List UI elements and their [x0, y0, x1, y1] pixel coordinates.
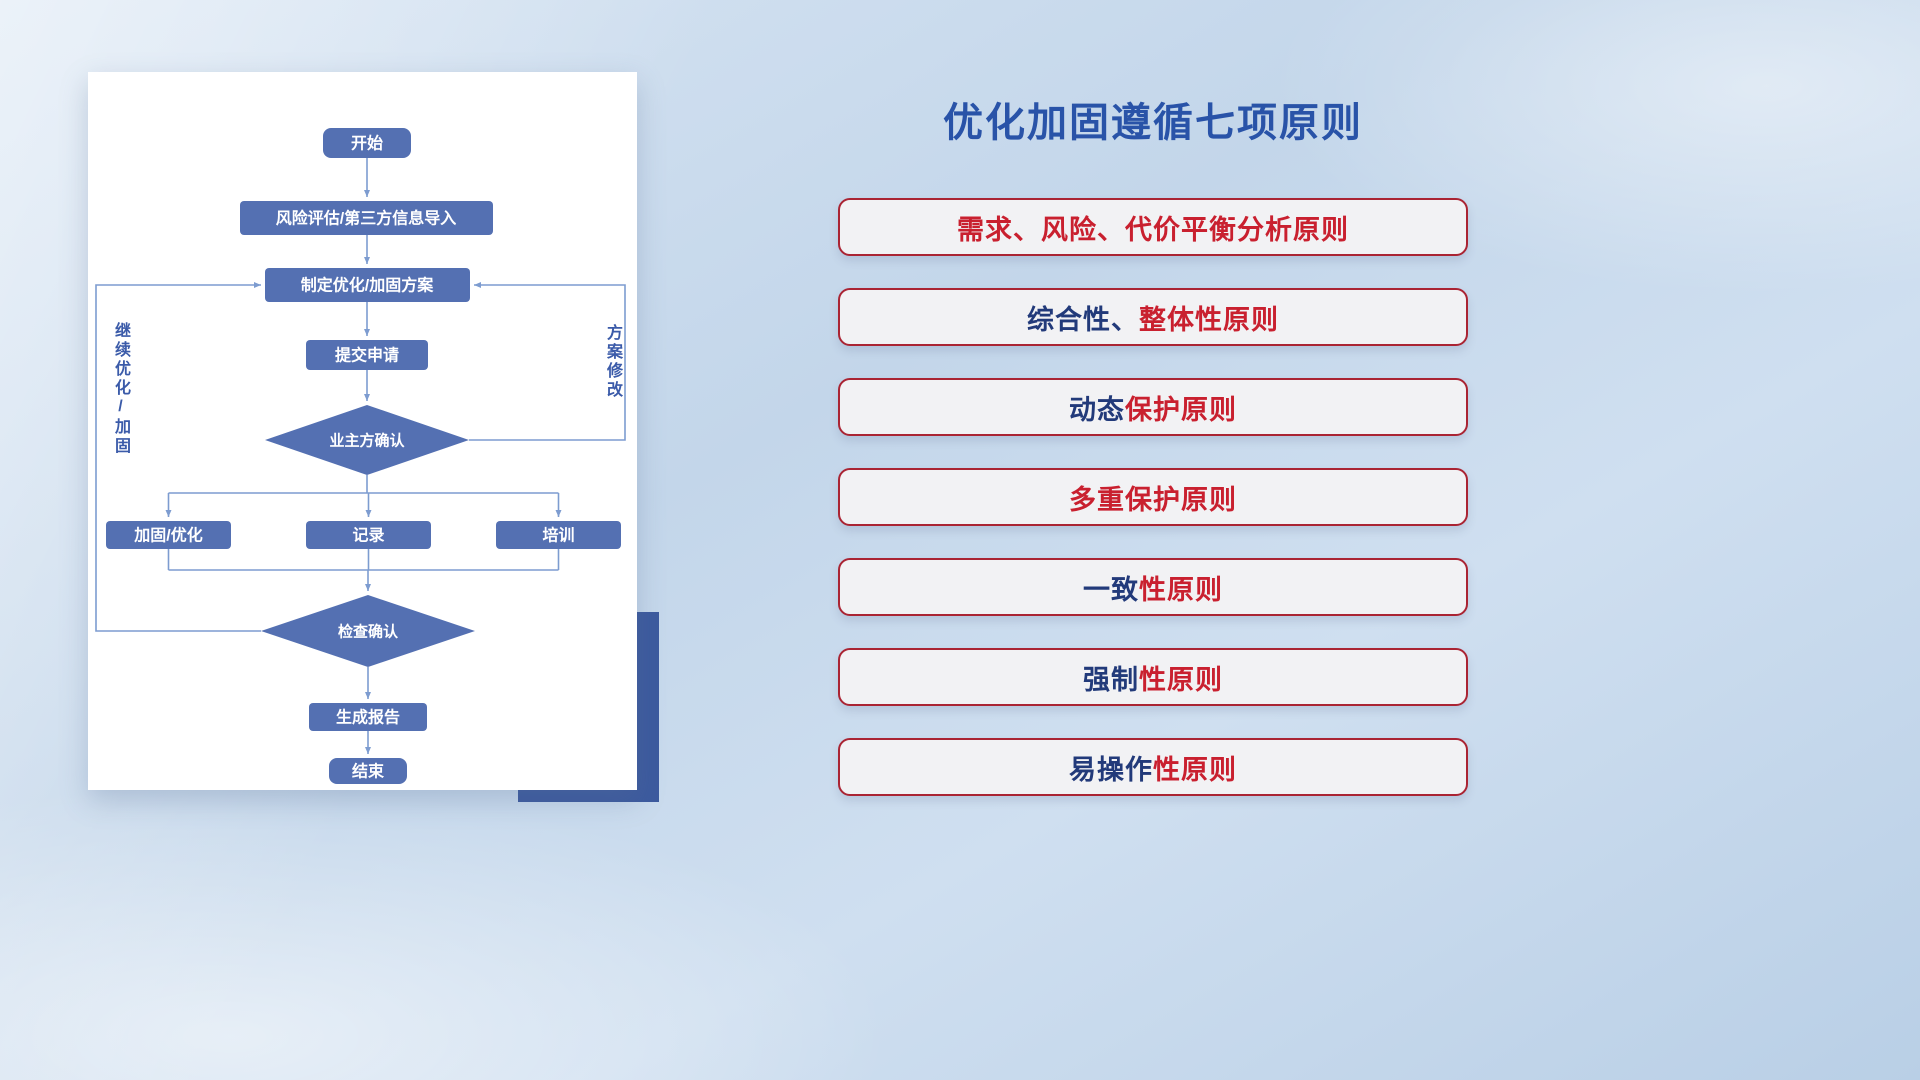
principle-card-6: 强制性原则 — [838, 648, 1468, 706]
flow-node-end-label: 结束 — [351, 762, 385, 781]
flow-node-make-plan-label: 制定优化/加固方案 — [301, 276, 434, 295]
flow-node-owner-confirm-label: 业主方确认 — [329, 432, 405, 450]
flow-node-submit-shape — [306, 340, 428, 370]
right-loop-label: 方案修改 — [604, 324, 621, 400]
principle-card-7: 易操作性原则 — [838, 738, 1468, 796]
page-title: 优化加固遵循七项原则 — [943, 101, 1363, 145]
flow-connectors — [95, 158, 626, 754]
flow-node-training-label: 培训 — [542, 526, 574, 545]
flow-node-submit-label: 提交申请 — [335, 346, 399, 365]
principle-card-3: 动态保护原则 — [838, 378, 1468, 436]
principles-list: 需求、风险、代价平衡分析原则 综合性、整体性原则 动态保护原则 多重保护原则 一… — [838, 198, 1468, 828]
flow-node-submit: 提交申请 — [306, 340, 428, 370]
flowchart-card: 开始 风险评估/第三方信息导入 制定优化/加固方案 提交申请 业主方确认 加固/… — [88, 72, 637, 790]
principle-2-prefix: 综合性、 — [1027, 304, 1139, 335]
flow-node-reinforce-label: 加固/优化 — [133, 526, 202, 545]
flow-node-owner-confirm-shape — [265, 405, 469, 475]
flow-node-record-label: 记录 — [352, 527, 384, 545]
flow-node-make-plan: 制定优化/加固方案 — [265, 268, 470, 302]
flow-node-risk-import-label: 风险评估/第三方信息导入 — [276, 209, 456, 228]
principle-7-highlight: 性原则 — [1153, 754, 1237, 785]
flow-node-check-confirm-label: 检查确认 — [338, 623, 399, 641]
principle-6-prefix: 强制 — [1083, 664, 1139, 695]
flow-node-risk-import: 风险评估/第三方信息导入 — [240, 201, 493, 235]
flow-node-start-label: 开始 — [351, 134, 383, 153]
principle-3-prefix: 动态 — [1069, 394, 1125, 425]
principle-card-2: 综合性、整体性原则 — [838, 288, 1468, 346]
principle-1-highlight: 需求、风险、代价平衡分析原则 — [957, 214, 1349, 245]
flow-node-start: 开始 — [323, 128, 411, 158]
left-loop-label: 继续优化/加固 — [112, 322, 129, 456]
flow-loop-right — [469, 282, 626, 441]
flow-node-record: 记录 — [306, 521, 431, 549]
principle-7-prefix: 易操作 — [1069, 754, 1153, 785]
principle-6-highlight: 性原则 — [1139, 664, 1223, 695]
flow-node-report-label: 生成报告 — [336, 708, 400, 727]
flow-node-end: 结束 — [329, 758, 407, 784]
principle-5-prefix: 一致 — [1083, 574, 1139, 605]
flow-node-training: 培训 — [496, 521, 621, 549]
flow-node-record-shape — [306, 521, 431, 549]
principle-4-highlight: 多重保护原则 — [1069, 484, 1237, 515]
flow-node-make-plan-shape — [265, 268, 470, 302]
flow-node-training-shape — [496, 521, 621, 549]
flow-node-report: 生成报告 — [309, 703, 427, 731]
flow-node-start-shape — [323, 128, 411, 158]
flow-node-check-confirm-shape — [261, 595, 475, 667]
flow-node-reinforce: 加固/优化 — [106, 521, 231, 549]
flow-node-end-shape — [329, 758, 407, 784]
flowchart-svg: 开始 风险评估/第三方信息导入 制定优化/加固方案 提交申请 业主方确认 加固/… — [95, 128, 626, 784]
flow-node-owner-confirm: 业主方确认 — [265, 405, 469, 475]
principle-5-highlight: 性原则 — [1139, 574, 1223, 605]
principle-2-highlight: 整体性原则 — [1139, 304, 1279, 335]
flow-node-reinforce-shape — [106, 521, 231, 549]
principle-card-4: 多重保护原则 — [838, 468, 1468, 526]
flow-loop-left — [95, 282, 261, 632]
principle-card-5: 一致性原则 — [838, 558, 1468, 616]
flow-node-risk-import-shape — [240, 201, 493, 235]
principle-card-1: 需求、风险、代价平衡分析原则 — [838, 198, 1468, 256]
flow-node-check-confirm: 检查确认 — [261, 595, 475, 667]
principle-3-highlight: 保护原则 — [1125, 394, 1237, 425]
flow-node-report-shape — [309, 703, 427, 731]
